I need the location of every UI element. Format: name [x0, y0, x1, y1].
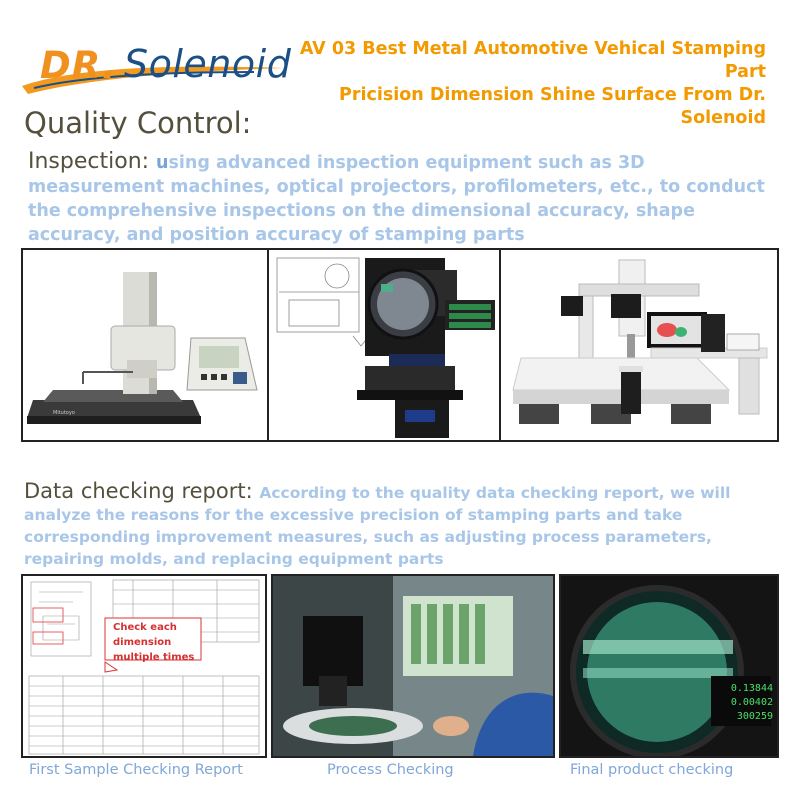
logo-dr-text: DR.: [40, 44, 117, 87]
inspection-text: sing advanced inspection equipment such …: [28, 153, 765, 245]
optical-projector-photo: [269, 250, 501, 440]
process-checking-photo: [271, 574, 555, 758]
svg-text:Mitutoyo: Mitutoyo: [53, 410, 75, 416]
callout-line1: Check each dimension: [113, 622, 177, 648]
report-label: Data checking report:: [24, 479, 260, 503]
page-title-line1: AV 03 Best Metal Automotive Vehical Stam…: [299, 39, 766, 82]
inspection-label: Inspection:: [28, 149, 157, 174]
dro-reading-3: 300259: [736, 711, 773, 722]
inspection-equipment-photos: Mitutoyo: [21, 248, 779, 442]
callout-line2: multiple times: [113, 652, 195, 663]
inspection-first-letter: u: [156, 153, 169, 173]
logo-swoosh: [22, 66, 284, 94]
dro-reading-2: 0.00402: [730, 697, 773, 708]
data-report-paragraph: Data checking report: According to the q…: [24, 480, 780, 570]
callout-text: Check each dimension multiple times: [113, 620, 215, 665]
caption-final: Final product checking: [570, 762, 734, 778]
report-text: According to the quality data checking r…: [24, 484, 731, 568]
logo-name-text: Solenoid: [124, 42, 292, 86]
page-title-line2: Pricision Dimension Shine Surface From D…: [339, 85, 766, 128]
checking-photos: Check each dimension multiple times: [21, 574, 779, 758]
inspection-paragraph: Inspection: using advanced inspection eq…: [28, 150, 778, 247]
page-title: AV 03 Best Metal Automotive Vehical Stam…: [296, 38, 766, 130]
cmm-machine-photo: [501, 250, 777, 440]
dro-reading-1: 0.13844: [730, 683, 773, 694]
quality-control-heading: Quality Control:: [24, 106, 252, 140]
brand-logo: DR. Solenoid: [14, 28, 294, 98]
caption-process: Process Checking: [327, 762, 454, 778]
caption-first-sample: First Sample Checking Report: [29, 762, 243, 778]
profilometer-photo: Mitutoyo: [23, 250, 269, 440]
final-product-checking-photo: 0.13844 0.00402 300259: [559, 574, 779, 758]
first-sample-report-photo: Check each dimension multiple times: [21, 574, 267, 758]
dro-display: 0.13844 0.00402 300259: [709, 682, 773, 724]
